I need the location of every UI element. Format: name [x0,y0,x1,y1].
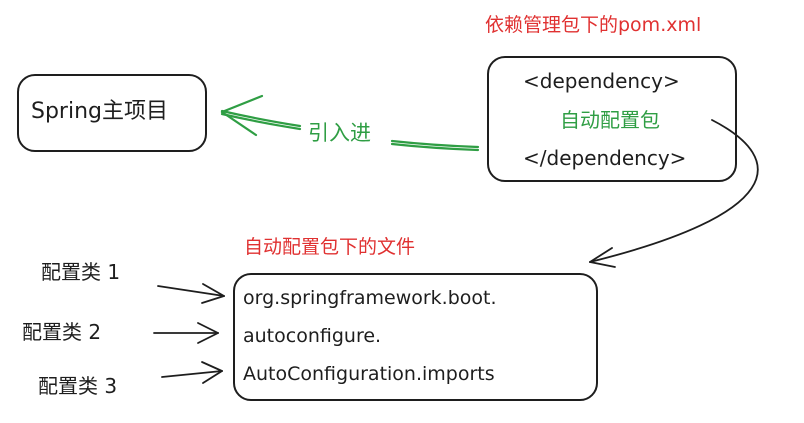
dependency-close-tag: </dependency> [523,146,687,170]
config-class-3-label: 配置类 3 [38,374,118,398]
main-project-box: Spring主项目 [17,74,207,152]
config-class-2-label: 配置类 2 [22,320,102,344]
main-project-label: Spring主项目 [31,99,168,124]
package-to-file-arrow [589,119,759,268]
dependency-open-tag: <dependency> [523,69,680,93]
pom-box-caption: 依赖管理包下的pom.xml [485,14,702,36]
auto-config-package-label: 自动配置包 [560,108,660,132]
imports-file-box: org.springframework.boot. autoconfigure.… [233,273,598,401]
imports-file-line: org.springframework.boot. [243,287,497,309]
config-class-1-label: 配置类 1 [41,260,121,284]
import-arrow-label: 引入进 [308,121,371,145]
config-class-1-arrow [157,283,225,304]
imports-file-line: AutoConfiguration.imports [243,363,495,385]
config-class-2-arrow [153,322,219,344]
imports-file-line: autoconfigure. [243,325,382,347]
config-class-3-arrow [161,361,223,384]
imports-box-caption: 自动配置包下的文件 [244,236,416,258]
import-arrow [220,94,480,152]
pom-dependency-box: <dependency> 自动配置包 </dependency> [487,56,737,182]
